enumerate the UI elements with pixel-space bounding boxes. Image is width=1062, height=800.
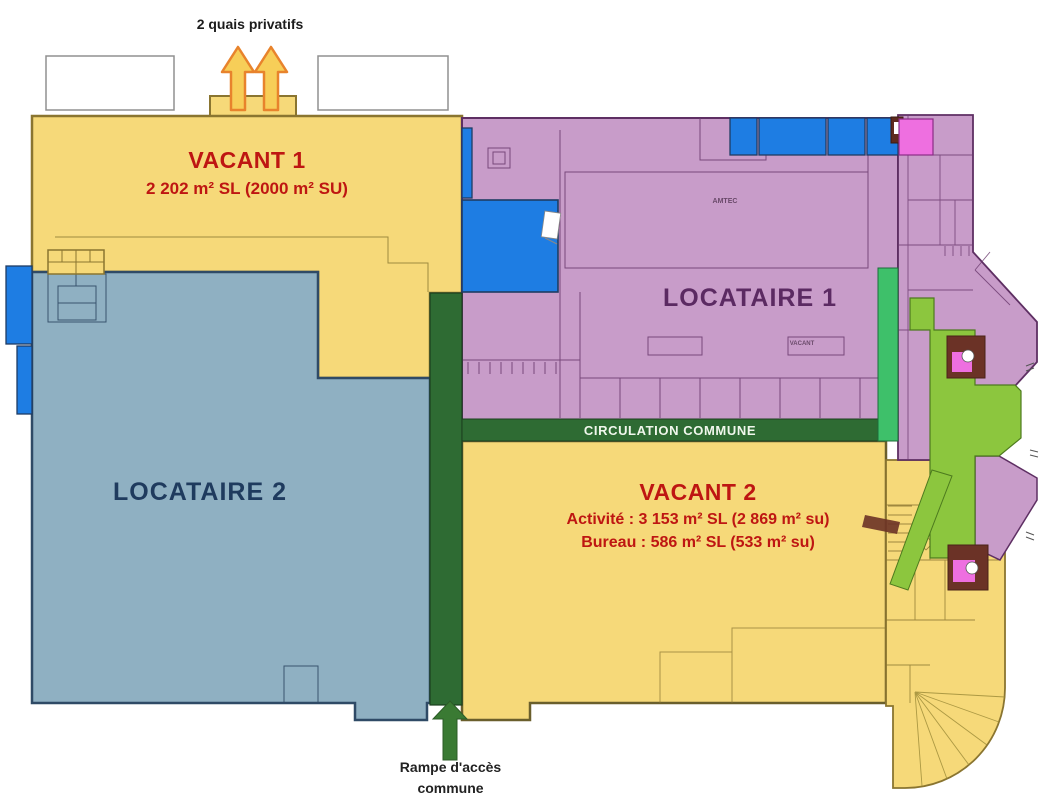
quai-bay-left xyxy=(45,55,175,111)
stair-unit-upper xyxy=(946,335,986,379)
blue-rooms xyxy=(5,117,899,415)
quais-label: 2 quais privatifs xyxy=(196,16,304,32)
locataire2-corner-room xyxy=(47,249,105,275)
door-icon xyxy=(540,210,562,245)
vacant2-activity: Activité : 3 153 m² SL (2 869 m² su) xyxy=(566,510,830,528)
right-wing-ramp-brown xyxy=(862,515,900,534)
bright-green-link-strip xyxy=(877,267,899,442)
quai-arrows-icon xyxy=(220,45,289,112)
circulation-commune-label: CIRCULATION COMMUNE xyxy=(583,423,757,438)
right-wing-fan-stair xyxy=(914,691,1006,787)
vacant2-label-block: VACANT 2 Activité : 3 153 m² SL (2 869 m… xyxy=(510,478,886,553)
quai-dock-tab xyxy=(209,95,297,119)
locataire1-title: LOCATAIRE 1 xyxy=(663,284,837,312)
vacant1-label-block: VACANT 1 2 202 m² SL (2000 m² SU) xyxy=(67,146,427,199)
vacant2-office: Bureau : 586 m² SL (533 m² su) xyxy=(581,533,815,551)
locataire1-small-label: AMTEC xyxy=(712,198,738,205)
quai-bay-right xyxy=(317,55,449,111)
circulation-vertical-corridor xyxy=(429,292,463,706)
vacant1-area: 2 202 m² SL (2000 m² SU) xyxy=(146,178,348,198)
right-wing-purple-lower xyxy=(974,455,1038,561)
rampe-label-line2: commune xyxy=(417,780,484,796)
rampe-label: Rampe d'accès commune xyxy=(348,757,553,799)
rampe-label-line1: Rampe d'accès xyxy=(399,759,502,775)
ramp-arrow-icon xyxy=(431,700,469,761)
locataire1-tiny-label: VACANT xyxy=(789,341,815,347)
top-right-magenta-room xyxy=(898,118,934,156)
vacant2-title: VACANT 2 xyxy=(639,479,757,505)
vacant1-title: VACANT 1 xyxy=(188,147,306,173)
zone-locataire-2-shape xyxy=(30,270,432,722)
stair-unit-lower xyxy=(947,544,989,591)
facade-vent-marks xyxy=(1025,362,1039,541)
top-right-brown-window xyxy=(894,122,899,134)
locataire2-title: LOCATAIRE 2 xyxy=(113,478,287,506)
vacant1-interior-wall xyxy=(55,236,429,292)
right-wing-green-diagonal xyxy=(889,469,953,591)
vacant2-interior-walls xyxy=(659,627,886,703)
